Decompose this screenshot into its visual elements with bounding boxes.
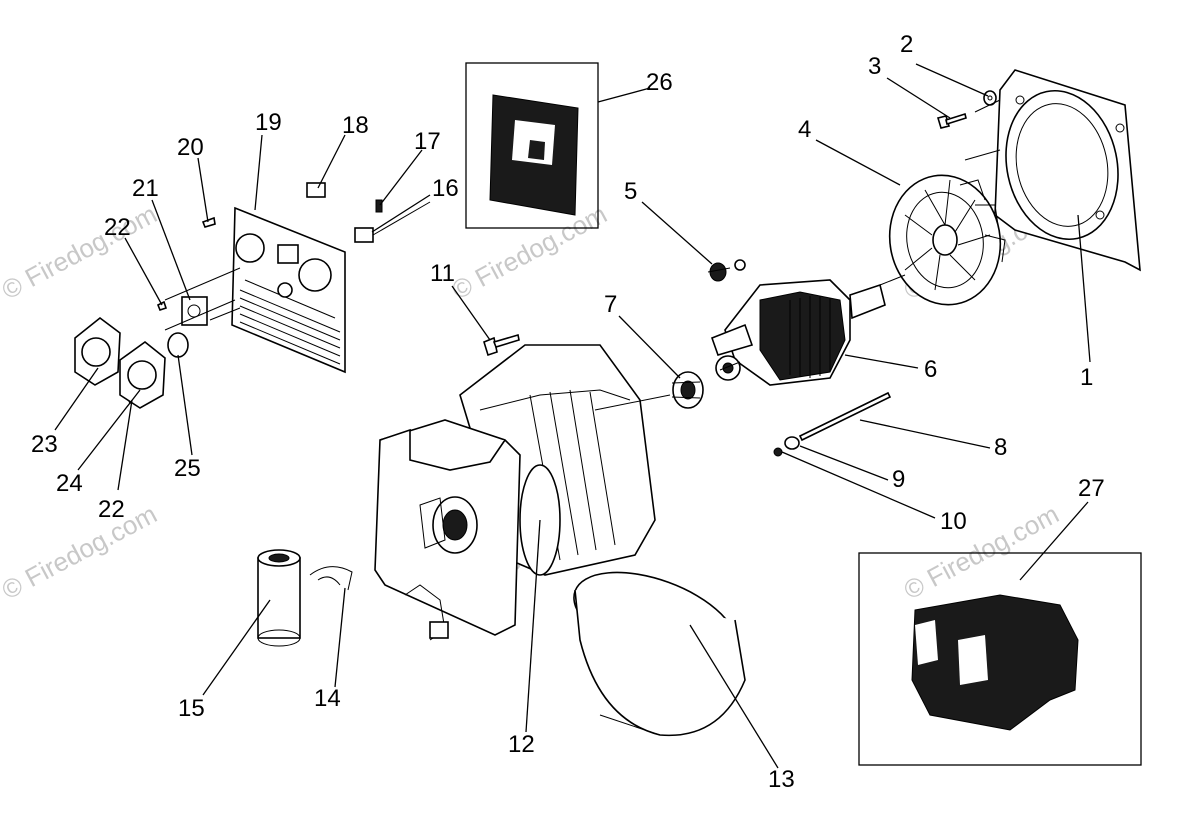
leader-line: [197, 157, 209, 223]
label-13: 13: [768, 766, 795, 793]
label-3: 3: [868, 53, 881, 80]
label-20: 20: [177, 134, 204, 161]
guide-line: [164, 99, 1001, 411]
label-8: 8: [994, 434, 1007, 461]
label-21: 21: [132, 175, 159, 202]
part-8-through-bolt: [798, 391, 892, 442]
part-11-bolt: [483, 333, 520, 357]
label-6: 6: [924, 356, 937, 383]
leader-line: [77, 389, 141, 471]
leader-line: [844, 354, 919, 369]
part-19-control-panel: [231, 206, 346, 374]
part-20-screw: [201, 216, 216, 228]
leader-line: [859, 419, 991, 449]
watermark: © Firedog.com: [0, 199, 162, 306]
label-1: 1: [1080, 364, 1093, 391]
part-14-clip: [309, 566, 353, 591]
part-7-bearing: [671, 371, 704, 409]
label-17: 17: [414, 128, 441, 155]
label-5: 5: [624, 178, 637, 205]
part-18-breaker: [306, 182, 326, 198]
part-9-washer: [784, 436, 800, 450]
label-14: 14: [314, 685, 341, 712]
part-16-switch: [354, 201, 431, 243]
label-22: 22: [104, 214, 131, 241]
label-25: 25: [174, 455, 201, 482]
leader-line: [815, 139, 901, 186]
leader-line: [54, 367, 99, 431]
leader-line: [525, 519, 541, 733]
label-4: 4: [798, 116, 811, 143]
watermark: © Firedog.com: [447, 199, 612, 306]
part-23-receptacle: [74, 316, 121, 386]
label-10: 10: [940, 508, 967, 535]
part-25-knob: [167, 332, 189, 358]
leader-line: [781, 451, 936, 519]
label-16: 16: [432, 175, 459, 202]
leader-line: [202, 599, 271, 696]
part-6-rotor: [710, 279, 886, 386]
label-22: 22: [98, 496, 125, 523]
watermark: © Firedog.com: [899, 499, 1064, 606]
part-21-outlet: [181, 296, 208, 326]
label-7: 7: [604, 291, 617, 318]
leader-line: [117, 399, 133, 491]
leader-line: [317, 134, 346, 189]
leader-line: [254, 134, 263, 211]
part-3-bolt: [936, 112, 967, 129]
label-26: 26: [646, 69, 673, 96]
part-12-stator-housing: [374, 344, 656, 641]
label-23: 23: [31, 431, 58, 458]
label-12: 12: [508, 731, 535, 758]
label-19: 19: [255, 109, 282, 136]
part-15-capacitor: [257, 549, 301, 647]
watermark: © Firedog.com: [0, 499, 162, 606]
part-17-switch: [375, 199, 383, 213]
label-11: 11: [430, 260, 455, 287]
part-27-box: [858, 552, 1142, 766]
leader-line: [371, 194, 431, 233]
part-5-key: [707, 259, 746, 282]
part-13-band: [573, 571, 746, 737]
label-27: 27: [1078, 475, 1105, 502]
part-26-box: [465, 62, 599, 229]
leader-line: [799, 445, 889, 481]
label-9: 9: [892, 466, 905, 493]
leader-line: [1019, 501, 1089, 581]
part-24-receptacle: [119, 340, 166, 409]
leader-line: [451, 285, 491, 341]
leader-line: [1077, 214, 1091, 363]
leader-line: [618, 315, 681, 379]
leader-line: [689, 624, 779, 769]
leader-line: [151, 199, 191, 301]
label-15: 15: [178, 695, 205, 722]
part-22-screw: [156, 300, 168, 311]
label-24: 24: [56, 470, 83, 497]
label-18: 18: [342, 112, 369, 139]
leader-line: [379, 149, 423, 206]
label-2: 2: [900, 31, 913, 58]
leader-line: [334, 587, 346, 688]
leader-line: [177, 354, 193, 456]
leader-line: [915, 63, 989, 97]
leader-line: [641, 201, 713, 265]
part-4-fan: [888, 174, 1006, 306]
part-10-nut: [773, 447, 783, 457]
leader-line: [124, 237, 163, 306]
part-1-adapter-housing: [994, 69, 1141, 272]
leader-line: [597, 87, 651, 103]
leader-line: [886, 77, 951, 119]
